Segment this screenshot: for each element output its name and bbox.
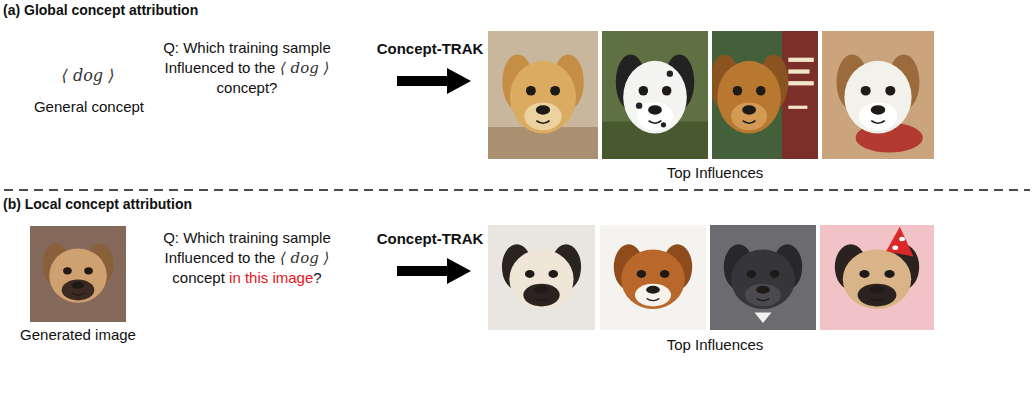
question-line: concept? — [152, 78, 342, 98]
method-name: Concept-TRAK — [370, 230, 490, 248]
question-line: conceptin this image? — [152, 268, 342, 288]
question-block: Q: Which training sample Influenced to t… — [152, 38, 342, 98]
question-line: Q: Which training sample Influenced to t… — [152, 228, 342, 268]
concept-token: ⟨ dog ⟩ — [280, 249, 329, 267]
question-text: ? — [313, 269, 321, 286]
dog-photo — [602, 31, 708, 159]
dog-photo — [600, 225, 706, 330]
images-caption: Top Influences — [640, 336, 790, 354]
dog-photo — [488, 225, 595, 330]
concept-token: ⟨ dog ⟩ — [280, 59, 329, 77]
dog-photo — [820, 225, 934, 330]
arrow-icon — [395, 66, 475, 96]
question-text: concept — [172, 269, 225, 286]
image-caption: Generated image — [0, 326, 156, 344]
generated-dog-image — [30, 226, 126, 322]
question-block: Q: Which training sample Influenced to t… — [152, 228, 342, 288]
concept-caption: General concept — [14, 98, 164, 116]
method-name: Concept-TRAK — [370, 40, 490, 58]
dashed-separator — [0, 186, 1034, 194]
section-heading: (b) Local concept attribution — [3, 196, 192, 213]
section-heading: (a) Global concept attribution — [3, 2, 198, 19]
concept-token: ⟨ dog ⟩ — [40, 66, 136, 85]
dog-photo — [822, 31, 934, 159]
dog-photo — [712, 31, 818, 159]
question-line: Q: Which training sample Influenced to t… — [152, 38, 342, 78]
question-text: concept? — [217, 79, 278, 96]
highlight-text: in this image — [229, 269, 313, 286]
images-caption: Top Influences — [640, 164, 790, 182]
dog-photo — [710, 225, 816, 330]
dog-photo — [488, 31, 598, 159]
arrow-icon — [395, 256, 475, 286]
